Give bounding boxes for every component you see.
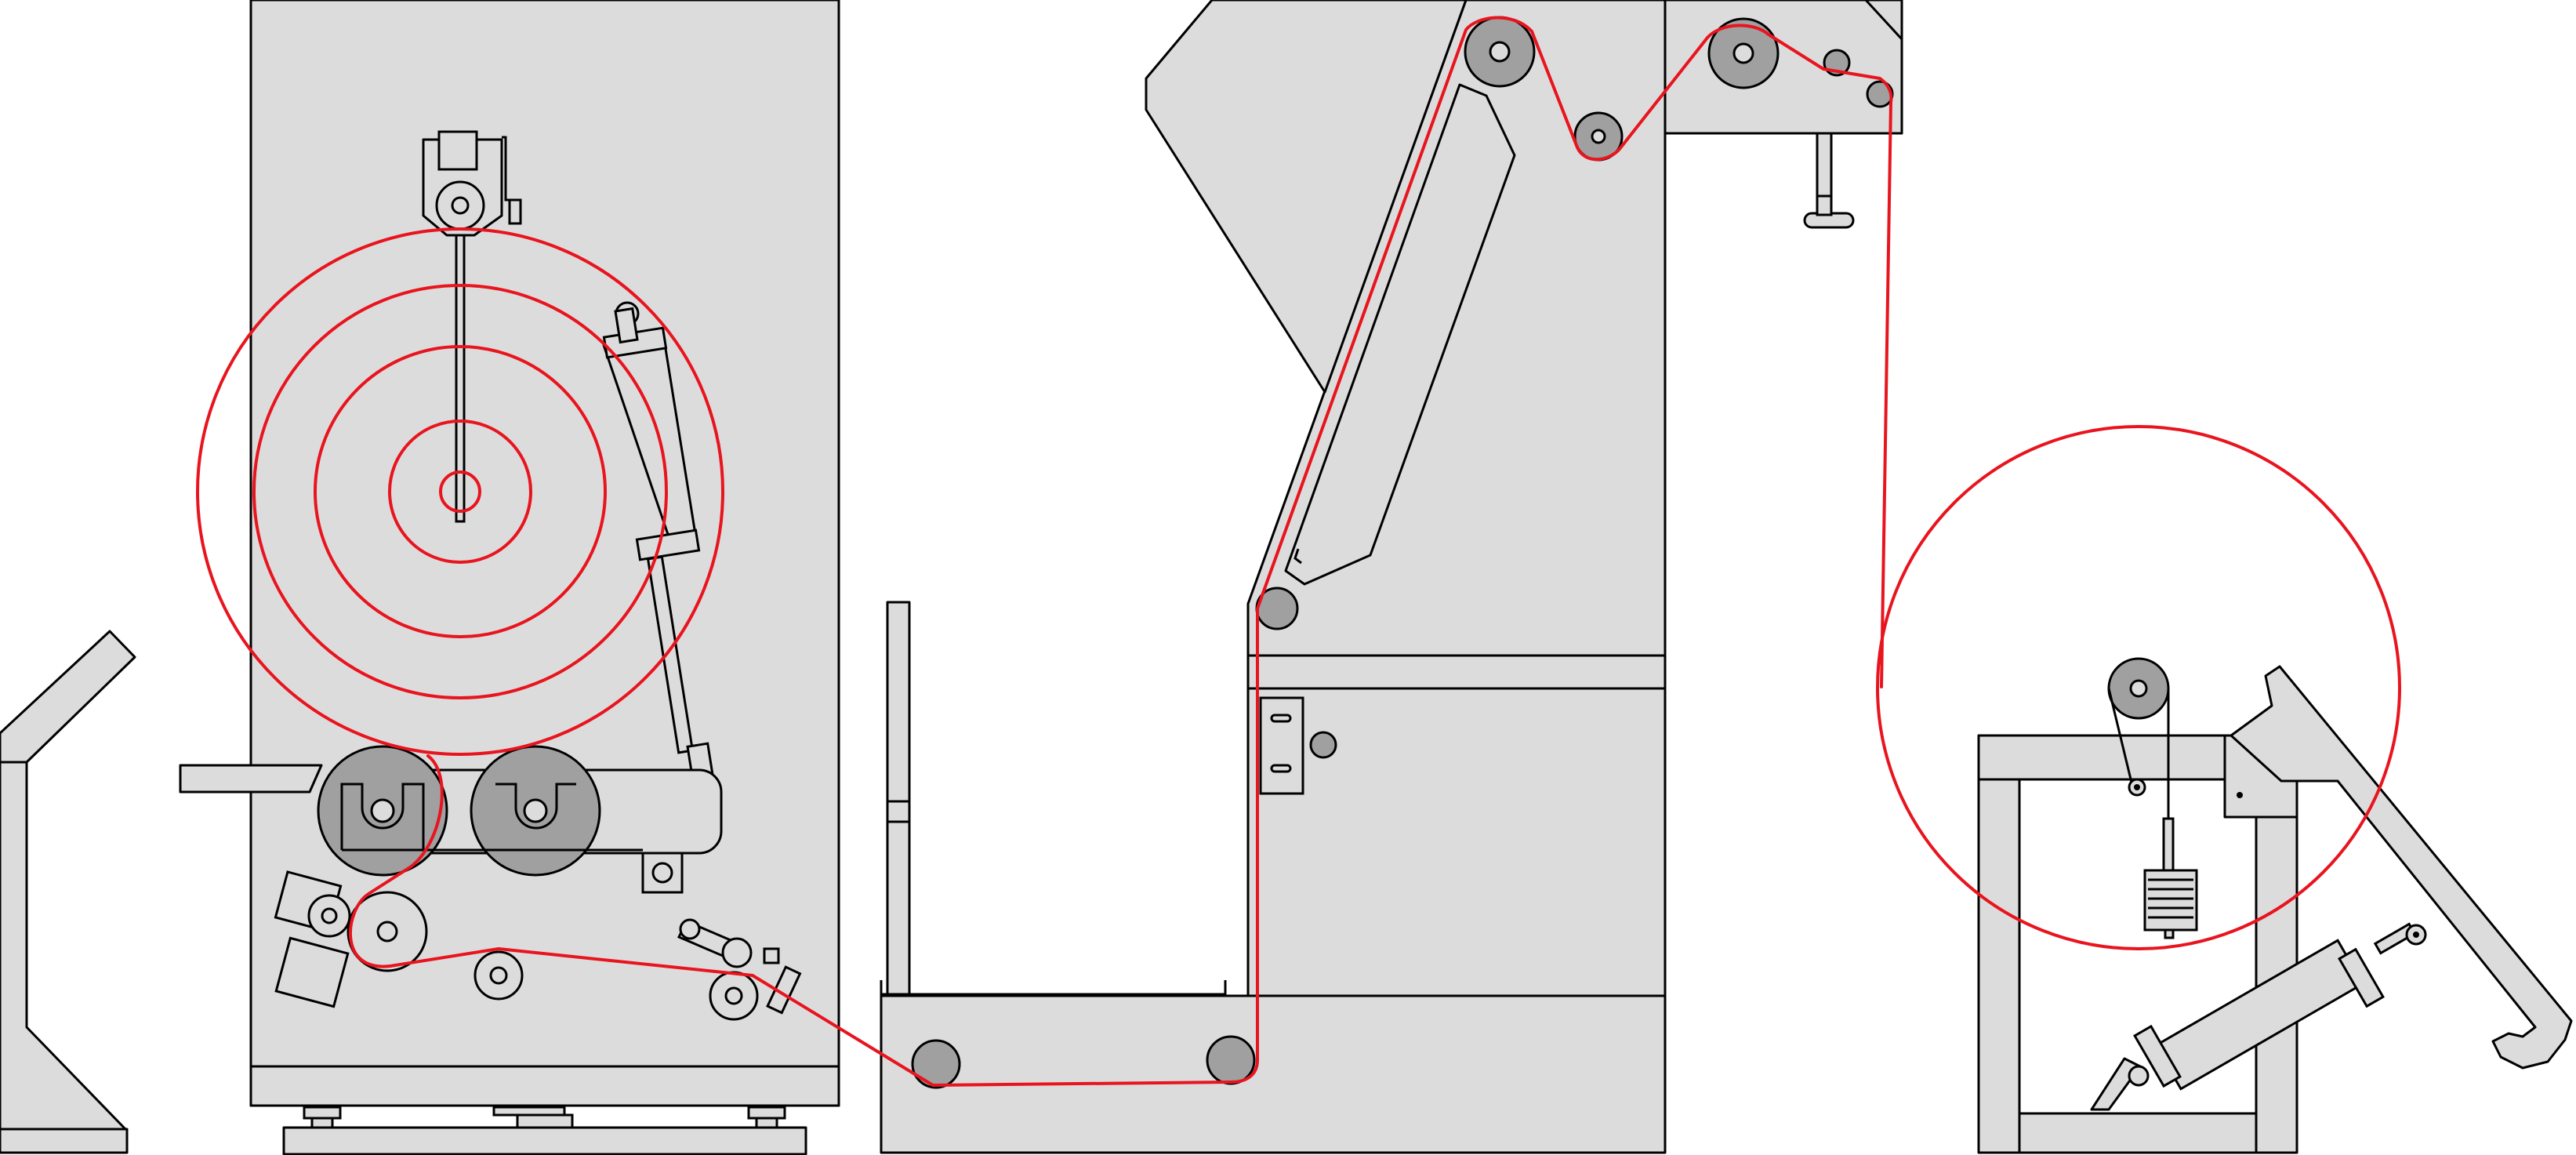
unwind-floor-rail (282, 1126, 807, 1155)
bottom-roller-2 (1206, 1035, 1256, 1085)
leveling-feet (303, 1106, 786, 1129)
accumulator-tower (880, 0, 1903, 1154)
bottom-roller-1 (911, 1039, 961, 1089)
upright-post (886, 601, 911, 996)
web-path (349, 16, 1893, 1087)
unwind-frame (249, 0, 840, 1107)
rewind-frame-left-leg (1977, 734, 2021, 1154)
unwind-roll (196, 227, 724, 756)
nip-roll-assembly (179, 745, 723, 894)
tension-weight (2107, 657, 2198, 939)
rewind-swing-arm (2230, 665, 2573, 1070)
dancer-head (422, 130, 522, 523)
rewind-frame-bottom (2018, 1112, 2258, 1154)
lower-guide-rollers (274, 870, 802, 1021)
unwind-base-plate (249, 1065, 840, 1107)
rewind-roll (1876, 425, 2401, 950)
tower-hood (1145, 0, 1468, 394)
rewind-stand (1876, 425, 2573, 1154)
dancer-rail (1284, 83, 1516, 586)
rewind-cylinder (2090, 922, 2427, 1111)
unwind-stand (179, 0, 840, 1155)
left-support-bracket (0, 630, 136, 1154)
lower-housing (880, 994, 1667, 1154)
